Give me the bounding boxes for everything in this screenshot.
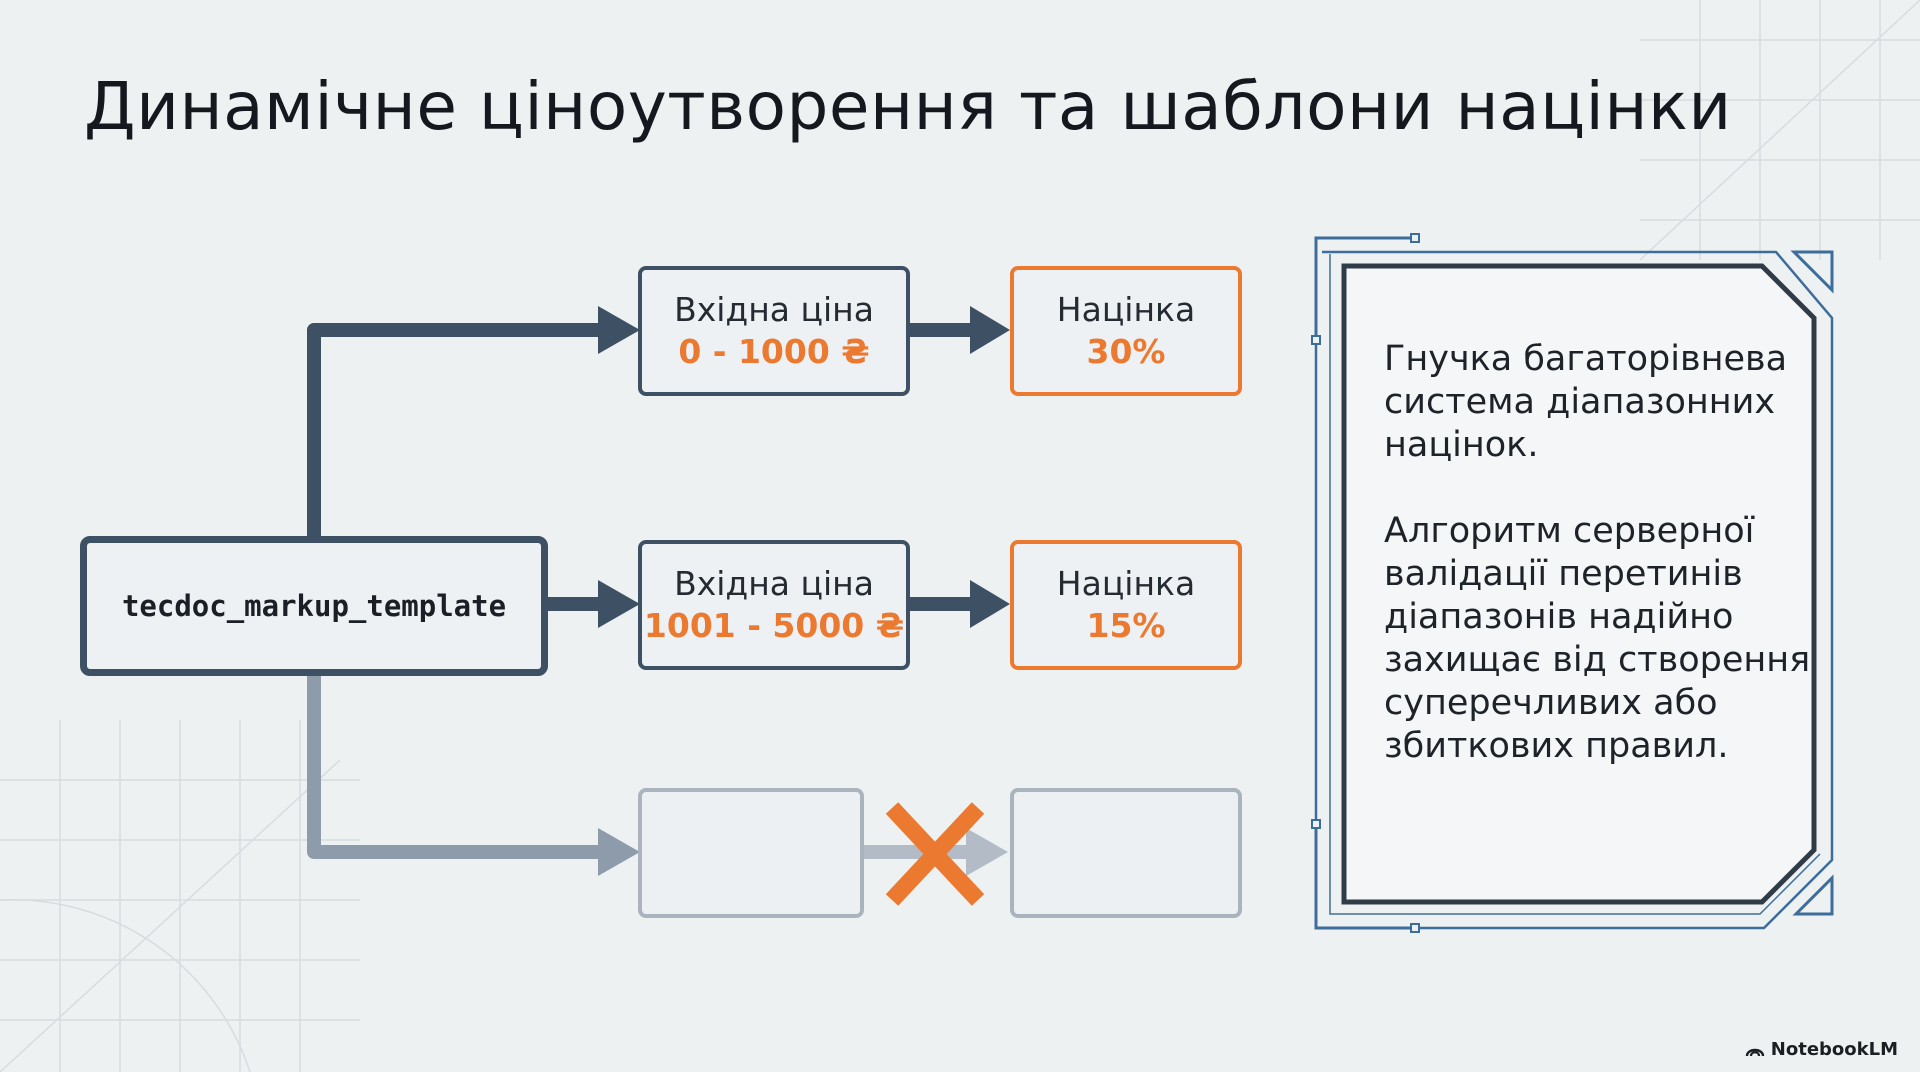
notebooklm-logo-icon [1745,1048,1764,1056]
input-price-range: 1001 - 5000 ₴ [643,606,905,645]
info-panel-paragraph-2: Алгоритм серверної валідації перетинів д… [1384,511,1811,766]
input-price-node-2: Вхідна ціна 1001 - 5000 ₴ [638,540,910,670]
arrowhead-row-2 [598,580,640,628]
slide-title: Динамічне ціноутворення та шаблони націн… [84,68,1732,145]
bracket-top-left [1314,236,1414,340]
arrowhead-row-1-markup [970,306,1010,354]
markup-template-label: tecdoc_markup_template [121,589,507,623]
connector-to-row-3 [307,676,600,859]
frame-node-marker [1311,819,1321,829]
frame-node-marker [1311,335,1321,345]
markup-label: Націнка [1056,290,1196,329]
markup-node-2: Націнка 15% [1010,540,1242,670]
rejected-input-node [638,788,864,918]
info-panel-text: Гнучка багаторівнева система діапазонних… [1384,338,1824,811]
input-price-range: 0 - 1000 ₴ [678,332,870,371]
markup-value: 15% [1086,606,1166,645]
notebooklm-branding: NotebookLM [1745,1039,1898,1060]
arrowhead-row-1 [598,306,640,354]
arrowhead-row-2-markup [970,580,1010,628]
connector-to-row-1 [307,323,600,536]
frame-node-marker [1410,233,1420,243]
input-price-label: Вхідна ціна [674,290,874,329]
frame-node-marker [1410,923,1420,933]
corner-accent-top-right [1790,250,1834,294]
markup-value: 30% [1086,332,1166,371]
info-panel-background [1341,263,1817,905]
info-panel-inner-rule [1329,254,1821,915]
corner-accent-bottom-right [1792,874,1834,916]
bracket-bottom-left [1314,820,1414,930]
rejected-markup-node [1010,788,1242,918]
markup-label: Націнка [1056,564,1196,603]
input-price-label: Вхідна ціна [674,564,874,603]
markup-template-node: tecdoc_markup_template [80,536,548,676]
x-cross-icon [885,802,985,906]
info-panel-paragraph-1: Гнучка багаторівнева система діапазонних… [1384,339,1788,465]
brand-label: NotebookLM [1770,1039,1898,1060]
input-price-node-1: Вхідна ціна 0 - 1000 ₴ [638,266,910,396]
markup-node-1: Націнка 30% [1010,266,1242,396]
arrowhead-row-3 [598,828,640,876]
arrowhead-row-3-markup [966,828,1008,876]
